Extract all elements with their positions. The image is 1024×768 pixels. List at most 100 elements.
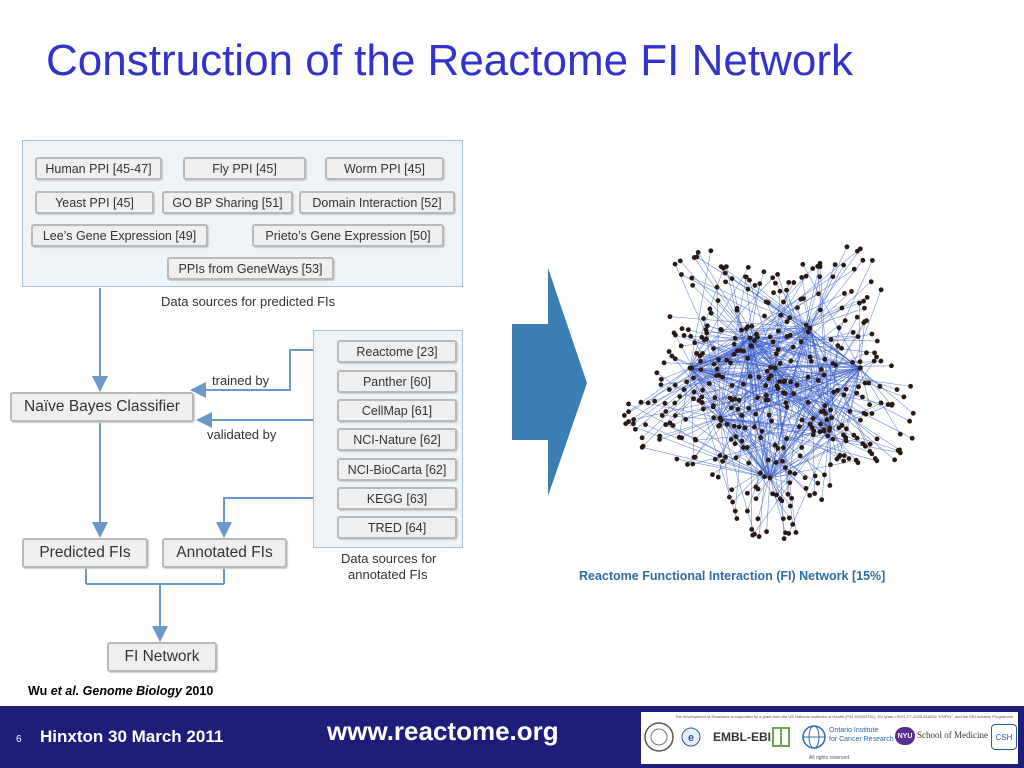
enfin-logo: e bbox=[681, 727, 701, 747]
network-node bbox=[729, 382, 735, 388]
network-node bbox=[824, 417, 830, 423]
network-node bbox=[843, 386, 849, 392]
network-node bbox=[728, 360, 733, 366]
network-node bbox=[689, 275, 695, 281]
source-reactome: Reactome [23] bbox=[337, 340, 457, 363]
network-node bbox=[878, 287, 884, 293]
source-fly-ppi: Fly PPI [45] bbox=[183, 157, 306, 180]
network-node bbox=[909, 435, 915, 441]
network-node bbox=[841, 453, 847, 459]
embl-ebi-mark bbox=[772, 727, 790, 747]
network-node bbox=[677, 394, 683, 399]
network-node bbox=[666, 387, 672, 392]
network-node bbox=[831, 389, 836, 395]
network-node bbox=[908, 383, 913, 389]
citation-journal: et al. Genome Biology bbox=[50, 684, 182, 698]
network-node bbox=[758, 435, 763, 440]
network-node bbox=[872, 350, 877, 356]
network-node bbox=[851, 266, 857, 272]
network-node bbox=[740, 381, 746, 387]
network-node bbox=[691, 396, 696, 402]
network-node bbox=[758, 470, 763, 476]
network-node bbox=[666, 349, 672, 354]
network-node bbox=[753, 411, 759, 417]
network-node bbox=[878, 358, 884, 364]
network-node bbox=[871, 358, 877, 364]
network-node bbox=[723, 279, 728, 285]
network-node bbox=[784, 287, 789, 293]
network-node bbox=[683, 417, 689, 422]
network-node bbox=[763, 397, 769, 403]
network-node bbox=[694, 350, 699, 356]
network-node bbox=[692, 340, 698, 346]
network-node bbox=[674, 456, 680, 462]
network-node bbox=[864, 350, 869, 356]
network-node bbox=[866, 380, 872, 386]
network-node bbox=[869, 451, 875, 457]
network-node bbox=[844, 426, 849, 432]
annotated-fis: Annotated FIs bbox=[162, 538, 287, 568]
network-node bbox=[755, 516, 761, 522]
network-node bbox=[821, 427, 827, 433]
network-node bbox=[869, 331, 875, 337]
network-node bbox=[763, 393, 769, 398]
network-node bbox=[839, 305, 845, 311]
network-node bbox=[685, 462, 690, 467]
network-node bbox=[751, 424, 757, 430]
network-node bbox=[775, 445, 781, 451]
network-node bbox=[670, 423, 676, 428]
network-node bbox=[771, 290, 776, 296]
network-node bbox=[782, 465, 788, 470]
network-node bbox=[672, 413, 678, 418]
network-node bbox=[803, 322, 809, 328]
network-node bbox=[688, 333, 694, 339]
network-node bbox=[687, 365, 693, 371]
network-node bbox=[652, 398, 658, 404]
network-node bbox=[710, 472, 715, 478]
network-node bbox=[817, 274, 823, 280]
network-node bbox=[817, 307, 823, 313]
source-kegg: KEGG [63] bbox=[337, 487, 457, 510]
network-node bbox=[681, 387, 687, 392]
network-node bbox=[877, 384, 883, 389]
network-node bbox=[621, 413, 627, 418]
network-node bbox=[837, 452, 843, 458]
network-node bbox=[731, 351, 737, 357]
network-node bbox=[822, 472, 827, 478]
network-node bbox=[639, 435, 645, 441]
network-node bbox=[663, 409, 669, 414]
network-node bbox=[781, 445, 786, 451]
network-node bbox=[847, 409, 853, 414]
network-node bbox=[757, 281, 763, 287]
network-node bbox=[810, 432, 816, 438]
network-node bbox=[832, 262, 838, 268]
network-node bbox=[745, 508, 750, 514]
network-node bbox=[864, 294, 870, 300]
network-node bbox=[744, 445, 750, 450]
network-node bbox=[698, 367, 704, 372]
network-node bbox=[815, 378, 821, 383]
footer-url[interactable]: www.reactome.org bbox=[327, 716, 559, 746]
network-node bbox=[690, 282, 696, 288]
network-node bbox=[829, 415, 835, 421]
network-node bbox=[756, 534, 762, 539]
network-node bbox=[741, 445, 746, 450]
funding-fine-print: The development of Reactome is supported… bbox=[675, 714, 1015, 719]
network-node bbox=[842, 291, 847, 296]
network-node bbox=[854, 248, 860, 254]
citation-author: Wu bbox=[28, 684, 48, 698]
network-node bbox=[782, 391, 788, 396]
network-node bbox=[786, 515, 792, 521]
network-node bbox=[671, 330, 677, 336]
page-number: 6 bbox=[16, 734, 22, 745]
network-node bbox=[755, 486, 761, 492]
network-node bbox=[662, 401, 668, 406]
network-node bbox=[720, 374, 725, 380]
nih-seal-logo bbox=[644, 722, 674, 752]
network-node bbox=[861, 298, 866, 304]
network-node bbox=[787, 469, 793, 475]
network-node bbox=[894, 387, 900, 393]
network-node bbox=[789, 495, 795, 501]
network-node bbox=[809, 424, 815, 430]
network-node bbox=[732, 441, 738, 447]
